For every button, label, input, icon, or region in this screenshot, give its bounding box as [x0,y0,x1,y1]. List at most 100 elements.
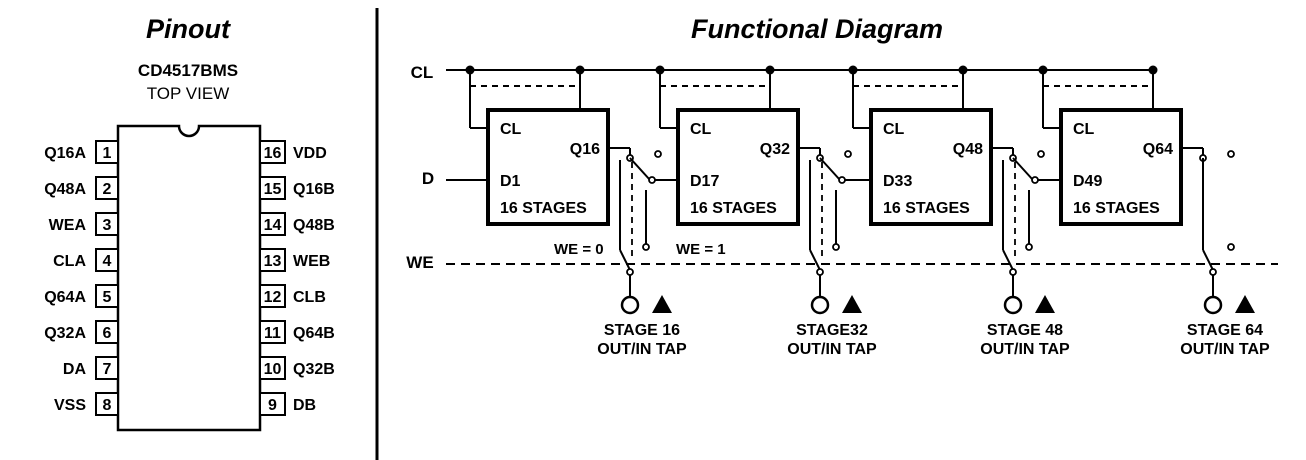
pin-name: Q48A [44,181,86,198]
pin-number: 7 [103,361,112,378]
data-pin-label: D33 [883,173,912,190]
switch-contact [642,243,650,251]
pin-number: 3 [103,217,112,234]
tap-switch-blade [1002,249,1014,271]
tap-label-line1: STAGE 16 [604,322,680,339]
clock-junction-dot [465,65,475,75]
tap-switch-blade [619,249,631,271]
switch-contact [1009,268,1017,276]
triangle-marker-icon [652,295,672,313]
tap-terminal [1203,295,1223,315]
triangle-marker-icon [1235,295,1255,313]
switch-contact [1209,268,1217,276]
clock-junction-dot [765,65,775,75]
pin-box [95,140,119,164]
shift-register-block [486,108,610,226]
tap-terminal [1003,295,1023,315]
pin-box [259,392,286,416]
clock-pin-label: CL [883,121,905,138]
functional-title: Functional Diagram [691,14,943,44]
pin-name: DB [293,397,316,414]
register-stage-3: CL D33 Q48 16 STAGES STAGE 48 OUT/IN TAP [848,65,1070,358]
pin-box [259,140,286,164]
pin-number: 14 [264,217,282,234]
tap-terminal [810,295,830,315]
pin-box [259,176,286,200]
tap-label-line1: STAGE32 [796,322,868,339]
stage-count-label: 16 STAGES [883,200,970,217]
output-pin-label: Q64 [1143,141,1173,158]
data-pin-label: D17 [690,173,719,190]
switch-contact [1025,243,1033,251]
pin-box [95,284,119,308]
pin-name: Q16A [44,145,86,162]
selector-switch-blade [1012,157,1034,181]
pin-number: 12 [264,289,282,306]
pin-box [259,356,286,380]
pinout-panel: Pinout CD4517BMS TOP VIEW 1Q16A2Q48A3WEA… [44,14,335,432]
pin-box [95,320,119,344]
switch-contact [1227,243,1235,251]
switch-contact [838,176,846,184]
pin-number: 16 [264,145,282,162]
pin-right-16: 16 VDD [259,140,327,164]
write-enable-signal-label: WE [406,253,433,272]
clock-pin-label: CL [690,121,712,138]
pin-right-10: 10 Q32B [259,356,335,380]
pin-name: VDD [293,145,327,162]
selector-switch-blade [629,157,651,181]
pin-name: Q64A [44,289,86,306]
pin-left-2: 2 Q48A [44,176,119,200]
stage-count-label: 16 STAGES [500,200,587,217]
pin-box [259,320,286,344]
data-pin-label: D1 [500,173,521,190]
tap-label-line2: OUT/IN TAP [787,341,877,358]
pin-name: Q32A [44,325,86,342]
pin-box [95,392,119,416]
tap-label-line2: OUT/IN TAP [1180,341,1270,358]
pin-number: 4 [103,253,112,270]
clock-pin-label: CL [1073,121,1095,138]
pin-name: VSS [54,397,86,414]
pin-name: Q48B [293,217,335,234]
pin-left-6: 6 Q32A [44,320,119,344]
switch-contact [654,150,662,158]
clock-signal-label: CL [411,63,434,82]
tap-label-line2: OUT/IN TAP [597,341,687,358]
tap-label-line1: STAGE 48 [987,322,1063,339]
view-label: TOP VIEW [147,84,230,103]
clock-junction-dot [1038,65,1048,75]
pin-right-9: 9 DB [259,392,316,416]
pin-number: 10 [264,361,282,378]
pinout-title: Pinout [146,14,231,44]
clock-junction-dot [575,65,585,75]
pin-box [259,284,286,308]
pin-number: 2 [103,181,112,198]
tap-switch-blade [809,249,821,271]
pin-number: 5 [103,289,112,306]
pin-box [95,248,119,272]
tap-switch-blade [1202,249,1214,271]
triangle-marker-icon [842,295,862,313]
pin-name: Q64B [293,325,335,342]
pin-number: 6 [103,325,112,342]
output-pin-label: Q48 [953,141,983,158]
output-pin-label: Q32 [760,141,790,158]
pin-number: 9 [268,397,277,414]
selector-switch-blade [819,157,841,181]
switch-contact [832,243,840,251]
shift-register-block [869,108,993,226]
pin-name: Q32B [293,361,335,378]
tap-label-line2: OUT/IN TAP [980,341,1070,358]
switch-contact [816,268,824,276]
